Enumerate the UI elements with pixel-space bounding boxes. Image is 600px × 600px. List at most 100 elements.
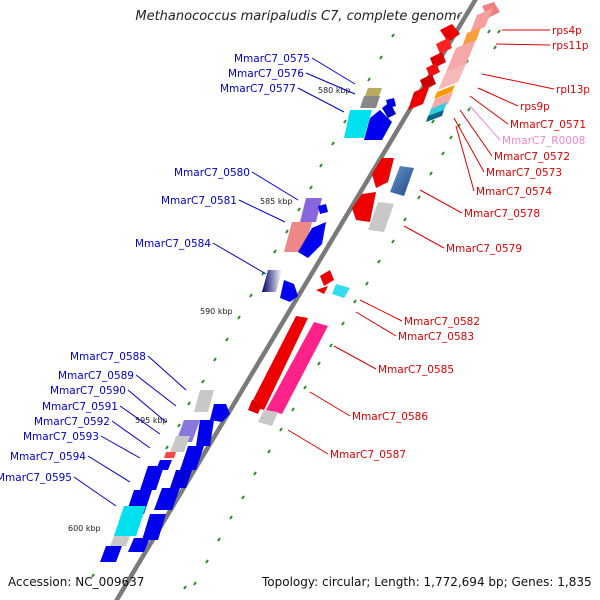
gene-0595-gray[interactable] (110, 536, 130, 546)
tick-mark (431, 119, 435, 124)
right-gene-label[interactable]: rps11p (552, 40, 589, 52)
left-gene-label[interactable]: MmarC7_0575 (234, 53, 310, 65)
gene-0579-gray[interactable] (368, 202, 394, 232)
right-gene-label[interactable]: MmarC7_0582 (404, 316, 480, 328)
leader-line (309, 391, 351, 417)
gene-rps4p-body[interactable] (470, 8, 493, 33)
left-gene-label[interactable]: MmarC7_0591 (42, 401, 118, 413)
tick-mark (253, 471, 257, 476)
tick-mark (319, 163, 323, 168)
gene-0594[interactable] (140, 466, 164, 490)
right-gene-label[interactable]: rpl13p (556, 84, 590, 96)
left-gene-label[interactable]: MmarC7_0590 (50, 385, 126, 397)
gene-0577c[interactable] (382, 102, 396, 118)
gene-0595b[interactable] (142, 514, 166, 540)
gene-0577[interactable] (344, 110, 372, 138)
right-gene-label[interactable]: MmarC7_0573 (486, 167, 562, 179)
gene-0585[interactable] (250, 316, 308, 410)
gene-block-b[interactable] (438, 64, 466, 90)
gene-0583b[interactable] (316, 286, 328, 294)
left-gene-label[interactable]: MmarC7_0581 (161, 195, 237, 207)
gene-0590[interactable] (170, 436, 190, 452)
right-gene-label[interactable]: rps4p (552, 25, 582, 37)
gene-arrow-4[interactable] (426, 63, 440, 77)
gene-arrow-2[interactable] (436, 38, 452, 54)
right-gene-label[interactable]: MmarC7_0578 (464, 208, 540, 220)
left-gene-label[interactable]: MmarC7_0593 (23, 431, 99, 443)
gene-R0008[interactable] (428, 102, 447, 117)
gene-rps9p[interactable] (408, 85, 430, 110)
gene-arrow-5[interactable] (420, 74, 436, 90)
kbp-label: 585 kbp (260, 197, 293, 206)
gene-0575[interactable] (365, 88, 382, 96)
gene-0577b[interactable] (364, 110, 392, 140)
gene-0595d[interactable] (128, 538, 150, 552)
gene-0595c[interactable] (100, 546, 122, 562)
left-gene-label[interactable]: MmarC7_0594 (10, 451, 86, 463)
leader-line (305, 72, 356, 95)
tick-mark (343, 119, 347, 124)
right-gene-label[interactable]: rps9p (520, 101, 550, 113)
gene-0579-red[interactable] (352, 192, 376, 222)
gene-0578-steel[interactable] (390, 166, 414, 196)
gene-0571-orange[interactable] (434, 85, 455, 99)
right-gene-label[interactable]: MmarC7_0579 (446, 243, 522, 255)
right-gene-label[interactable]: MmarC7_0572 (494, 151, 570, 163)
gene-0588b[interactable] (210, 404, 230, 422)
left-gene-label[interactable]: MmarC7_0580 (174, 167, 250, 179)
right-gene-label[interactable]: MmarC7_0583 (398, 331, 474, 343)
tick-mark (165, 445, 169, 450)
leader-line (251, 171, 299, 201)
gene-0583[interactable] (332, 284, 350, 298)
gene-0576[interactable] (360, 96, 380, 108)
right-gene-label[interactable]: MmarC7_0574 (476, 186, 552, 198)
topology-text: Topology: circular; Length: 1,772,694 bp… (262, 575, 592, 589)
left-gene-label[interactable]: MmarC7_0577 (220, 83, 296, 95)
left-gene-label[interactable]: MmarC7_0576 (228, 68, 304, 80)
accession-text: Accession: NC_009637 (8, 575, 145, 589)
gene-block-a[interactable] (446, 40, 476, 72)
gene-0580b[interactable] (318, 204, 328, 214)
gene-0587[interactable] (258, 410, 278, 426)
right-gene-label[interactable]: MmarC7_0571 (510, 119, 586, 131)
tick-mark (441, 151, 445, 156)
leader-line (212, 242, 267, 275)
tick-mark (417, 195, 421, 200)
left-gene-label[interactable]: MmarC7_0588 (70, 351, 146, 363)
gene-0584[interactable] (262, 270, 282, 292)
left-gene-label[interactable]: MmarC7_0595 (0, 472, 72, 484)
left-gene-label[interactable]: MmarC7_0592 (34, 416, 110, 428)
gene-0581b[interactable] (298, 222, 326, 258)
left-gene-label[interactable]: MmarC7_0589 (58, 370, 134, 382)
tick-mark (279, 427, 283, 432)
gene-0586[interactable] (266, 322, 328, 414)
gene-0594b[interactable] (154, 488, 180, 510)
right-gene-label[interactable]: MmarC7_0585 (378, 364, 454, 376)
leader-line (147, 355, 187, 391)
gene-rna-2[interactable] (426, 110, 444, 122)
gene-0590b[interactable] (196, 420, 214, 446)
left-gene-label[interactable]: MmarC7_0584 (135, 238, 211, 250)
right-gene-label[interactable]: MmarC7_R0008 (502, 135, 585, 147)
gene-0592[interactable] (164, 452, 176, 458)
gene-0595-cyan[interactable] (114, 506, 146, 536)
gene-rps11p[interactable] (462, 27, 481, 47)
right-gene-label[interactable]: MmarC7_0586 (352, 411, 428, 423)
gene-0593b[interactable] (170, 470, 192, 488)
leader-line (111, 420, 151, 449)
gene-0571-pink[interactable] (430, 92, 453, 111)
tick-mark (365, 281, 369, 286)
gene-0580[interactable] (300, 198, 322, 222)
gene-0591[interactable] (180, 446, 204, 470)
leader-line (453, 117, 485, 173)
gene-arrow-1[interactable] (440, 24, 460, 42)
gene-0588[interactable] (194, 390, 214, 412)
gene-0582[interactable] (320, 270, 334, 286)
gene-0578-red[interactable] (372, 158, 394, 188)
left-gene-labels: MmarC7_0575MmarC7_0576MmarC7_0577MmarC7_… (0, 53, 356, 507)
gene-0584b[interactable] (280, 280, 298, 302)
right-gene-label[interactable]: MmarC7_0587 (330, 449, 406, 461)
tick-mark (201, 379, 205, 384)
kbp-label: 580 kbp (318, 86, 351, 95)
gene-0587b[interactable] (248, 400, 262, 414)
